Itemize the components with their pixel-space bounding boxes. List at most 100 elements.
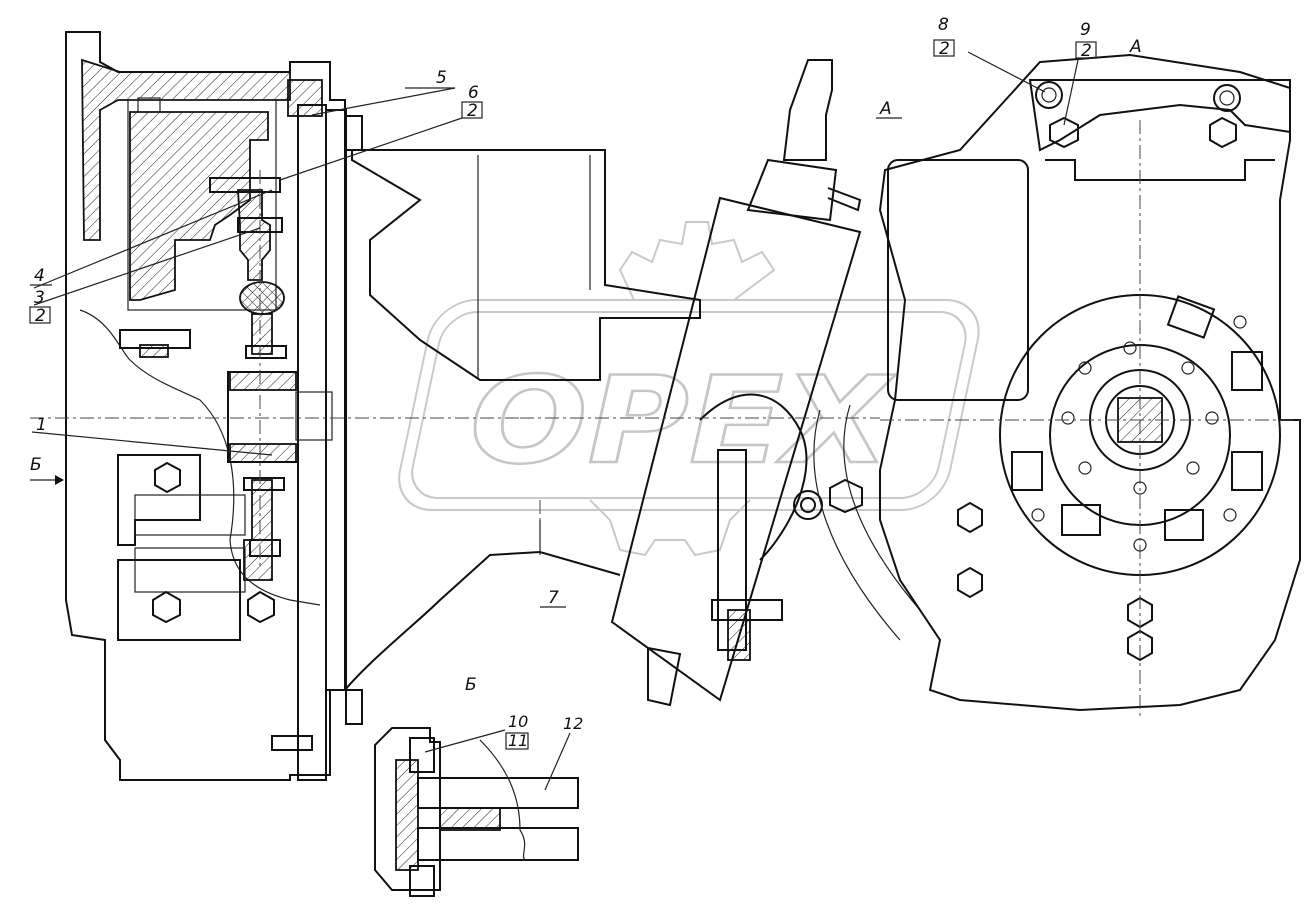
bolt-hole-6 xyxy=(1078,461,1092,475)
flywheel-body xyxy=(127,99,277,311)
bolt-right-top-inner xyxy=(1219,90,1235,106)
coupling-disc-lower xyxy=(243,539,273,581)
hub-bottom-hatched xyxy=(229,443,297,463)
callout-9-box xyxy=(1075,41,1097,59)
callout-3-sub: 2 xyxy=(35,306,46,326)
view-b-left: Б xyxy=(30,455,42,475)
cylinder-bottom-stub xyxy=(647,646,682,707)
shaft-stub xyxy=(295,391,333,441)
coupling-web-upper xyxy=(251,313,273,355)
view-a-right: А xyxy=(1129,37,1142,57)
detail-b-hatched xyxy=(395,759,419,871)
cylinder-break xyxy=(699,393,808,561)
bolt-upper xyxy=(209,177,281,193)
bolt-hole-7 xyxy=(1186,461,1200,475)
watermark: OPEX xyxy=(398,221,980,557)
bolt-hole-5 xyxy=(1205,411,1219,425)
curved-bracket xyxy=(813,404,921,641)
shaft-top xyxy=(782,59,833,161)
hex-nut-3 xyxy=(247,590,275,624)
leader-10 xyxy=(424,729,506,753)
small-hole-a xyxy=(1233,315,1247,329)
watermark-frame-inner xyxy=(411,311,967,499)
bolt-8 xyxy=(1035,81,1063,109)
bolt-hole-3 xyxy=(1181,361,1195,375)
arrow-b-head xyxy=(55,475,64,485)
callout-10-box xyxy=(505,732,529,750)
hub-top-hatched xyxy=(229,371,297,391)
housing-wall-hatched xyxy=(81,58,291,241)
callout-12: 12 xyxy=(563,714,583,733)
leader-9 xyxy=(1063,59,1079,126)
bracket-slot-2 xyxy=(134,547,246,593)
callout-8: 8 xyxy=(938,15,949,35)
shaft-assembly xyxy=(610,59,862,707)
detail-b-break xyxy=(479,739,526,861)
flywheel-hatched xyxy=(129,111,269,301)
detail-b xyxy=(374,727,579,897)
nut-bracket-round xyxy=(793,490,823,520)
top-rail xyxy=(1028,79,1291,152)
leader-12 xyxy=(544,732,571,791)
detail-b-bar-2 xyxy=(417,827,579,861)
bolt-hole-2 xyxy=(1078,361,1092,375)
nut-bracket-inner xyxy=(800,497,816,513)
bolt-head-top xyxy=(137,97,161,113)
coupling-disc-upper xyxy=(237,189,271,281)
callout-11: 11 xyxy=(508,731,528,750)
bolt-hole-4 xyxy=(1061,411,1075,425)
leaders xyxy=(30,51,1079,791)
view-b-detail: Б xyxy=(465,675,477,695)
housing-right-outline xyxy=(878,53,1301,712)
small-hole-b xyxy=(1031,508,1045,522)
pad-6 xyxy=(1164,509,1204,541)
leader-4 xyxy=(33,189,273,289)
leader-6 xyxy=(279,117,463,181)
hex-nut-1 xyxy=(154,461,181,494)
callout-4: 4 xyxy=(34,266,45,286)
rubber-element-top xyxy=(239,281,285,315)
callout-10: 10 xyxy=(508,712,528,731)
cylinder-body xyxy=(610,196,862,702)
detail-b-plate xyxy=(439,807,501,831)
hex-nut-bracket xyxy=(829,478,863,514)
center-body xyxy=(344,59,921,707)
bolt-mid xyxy=(245,345,287,359)
pad-5 xyxy=(1061,504,1101,536)
watermark-text: OPEX xyxy=(470,352,896,491)
detail-b-bolt-top xyxy=(409,737,435,773)
plate-bolt-base xyxy=(271,735,313,751)
callout-7: 7 xyxy=(548,588,559,608)
hex-right xyxy=(1209,116,1237,149)
bolt-hole-1 xyxy=(1123,341,1137,355)
callout-9-sub: 2 xyxy=(1081,41,1092,61)
hex-left-2 xyxy=(957,566,983,599)
plate-right xyxy=(297,104,327,781)
plate-far-right xyxy=(325,109,347,691)
leader-8 xyxy=(967,51,1046,93)
bolt-bracket xyxy=(711,599,783,621)
bolt-right-top xyxy=(1213,84,1241,112)
callout-1: 1 xyxy=(36,415,47,435)
watermark-gear-icon-bottom xyxy=(589,499,751,557)
detail-b-bar-1 xyxy=(417,777,579,809)
callout-5: 5 xyxy=(436,68,447,88)
callout-3-box xyxy=(29,306,51,324)
leader-3 xyxy=(33,227,261,306)
pump-housing xyxy=(351,149,701,381)
watermark-gear-icon xyxy=(618,221,776,301)
plate-bolt-top xyxy=(345,115,363,151)
bolt-left-hatch xyxy=(139,344,169,358)
view-a-center: А xyxy=(879,99,892,119)
callout-3: 3 xyxy=(34,288,45,308)
detail-b-body xyxy=(374,727,441,891)
ring-hatched-top xyxy=(287,79,323,117)
hex-left-1 xyxy=(957,501,983,534)
callout-9: 9 xyxy=(1080,20,1091,40)
callout-8-sub: 2 xyxy=(939,39,950,59)
break-line xyxy=(79,309,321,606)
callout-6: 6 xyxy=(468,83,479,103)
watermark-frame-outer xyxy=(398,299,980,511)
rect-window xyxy=(887,159,1029,401)
callout-6-sub: 2 xyxy=(467,101,478,121)
